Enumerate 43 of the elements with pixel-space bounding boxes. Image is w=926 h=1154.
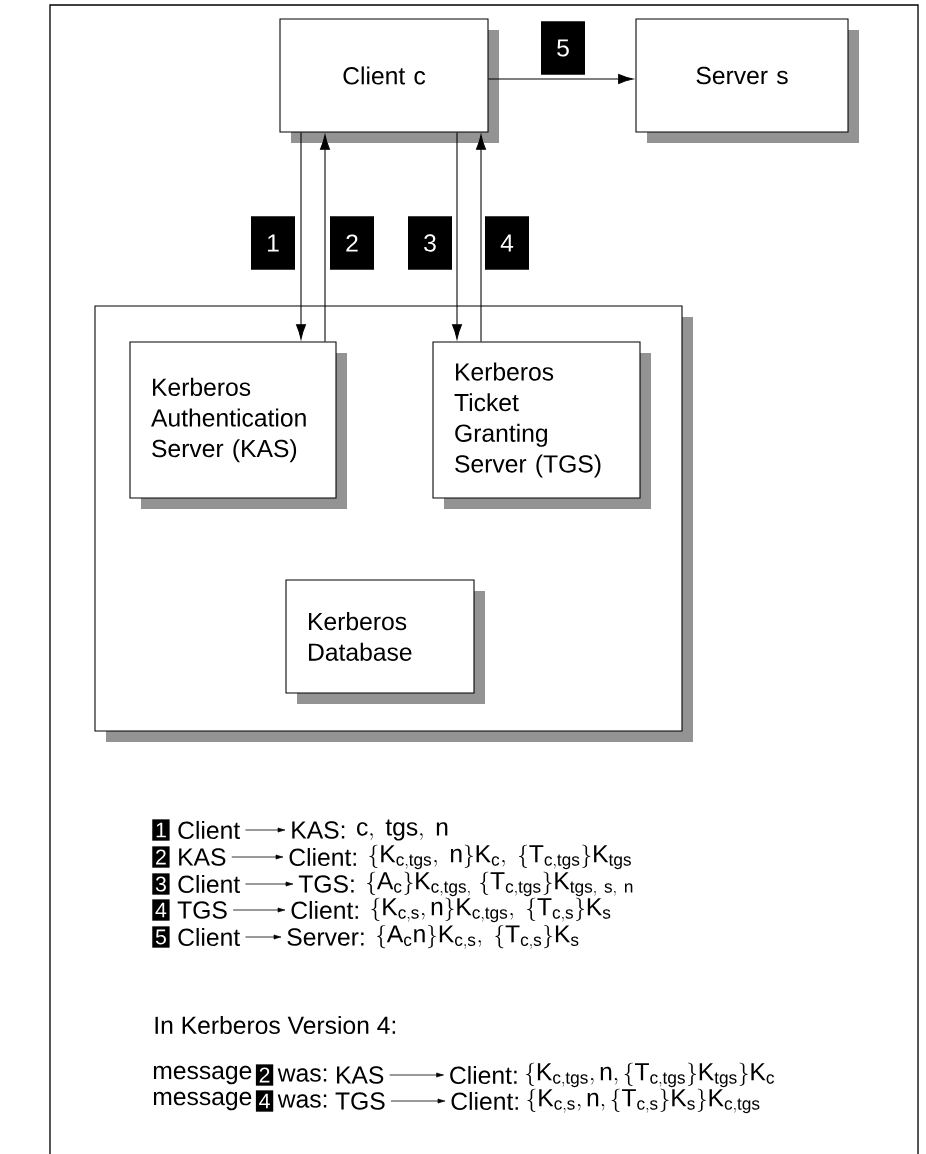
sender-label: Client [178, 874, 240, 894]
edge-label: 4 [485, 216, 529, 270]
sender-label: KAS [337, 1066, 384, 1084]
message-word: message [153, 1065, 252, 1085]
receiver-label: Client: [291, 900, 358, 920]
client-box: Client c [279, 18, 499, 143]
message-content: $\mathrm{\{A_{c}n\}K_{c,s},\ \{T_{c,s}\}K_{s}}$ [376, 925, 579, 949]
was-word: was: [277, 1094, 327, 1108]
sender-label: Client [178, 927, 240, 947]
receiver-label: Client: [451, 1091, 518, 1111]
server-box: Server s [635, 18, 859, 143]
number-badge: 2 [255, 1064, 274, 1086]
number-badge: 4 [255, 1090, 274, 1112]
number-badge: 2 [152, 846, 170, 868]
sender-label: KAS [179, 848, 226, 866]
edge-label: 1 [251, 216, 295, 270]
message-content: $\mathrm{\{K_{c,s},n,\{T_{c,s}\}K_{s}\}K_{c,tgs}}$ [527, 1088, 760, 1114]
message-content: $\mathrm{\{K_{c,s},n\}K_{c,tgs},\ \{T_{c,s}\}K_{s}}$ [371, 897, 611, 923]
number-badge: 1 [152, 819, 170, 841]
message-word: message [153, 1091, 252, 1111]
sender-label: Client [178, 820, 240, 840]
message-content: $\mathrm{\{K_{c,tgs},\ n\}K_{c},\ \{T_{c,tgs}\}K_{tgs}}$ [369, 844, 631, 870]
note-heading: In Kerberos Version 4: [155, 1015, 396, 1035]
receiver-label: Server: [287, 928, 364, 946]
number-badge: 5 [152, 926, 170, 948]
edge-label: 2 [330, 216, 374, 270]
server-box: Kerberos Authentication Server (KAS) [129, 341, 347, 509]
edge-label: 5 [541, 21, 585, 75]
message-content: $\mathrm{\{K_{c,tgs},n,\{T_{c,tgs}\}K_{tgs}\}K_{c}}$ [526, 1062, 775, 1088]
edge-label: 3 [408, 216, 452, 270]
receiver-label: Client: [450, 1065, 517, 1085]
number-badge: 3 [152, 873, 170, 895]
database-box: Kerberos Database [285, 579, 485, 704]
number-badge: 4 [152, 899, 170, 921]
sender-label: TGS [177, 901, 227, 919]
sender-label: TGS [335, 1092, 385, 1110]
receiver-label: Client: [289, 847, 356, 867]
message-content: $\mathrm{c,\ tgs,\ n}$ [357, 819, 448, 841]
server-box: Kerberos Ticket Granting Server (TGS) [432, 341, 651, 509]
receiver-label: KAS: [292, 821, 345, 839]
message-content: $\mathrm{\{A_{c}\}K_{c,tgs,}\ \{T_{c,tgs}\}K_{tgs,\ s,\ n}}$ [367, 871, 633, 897]
receiver-label: TGS: [298, 875, 354, 893]
was-word: was: [277, 1068, 327, 1082]
